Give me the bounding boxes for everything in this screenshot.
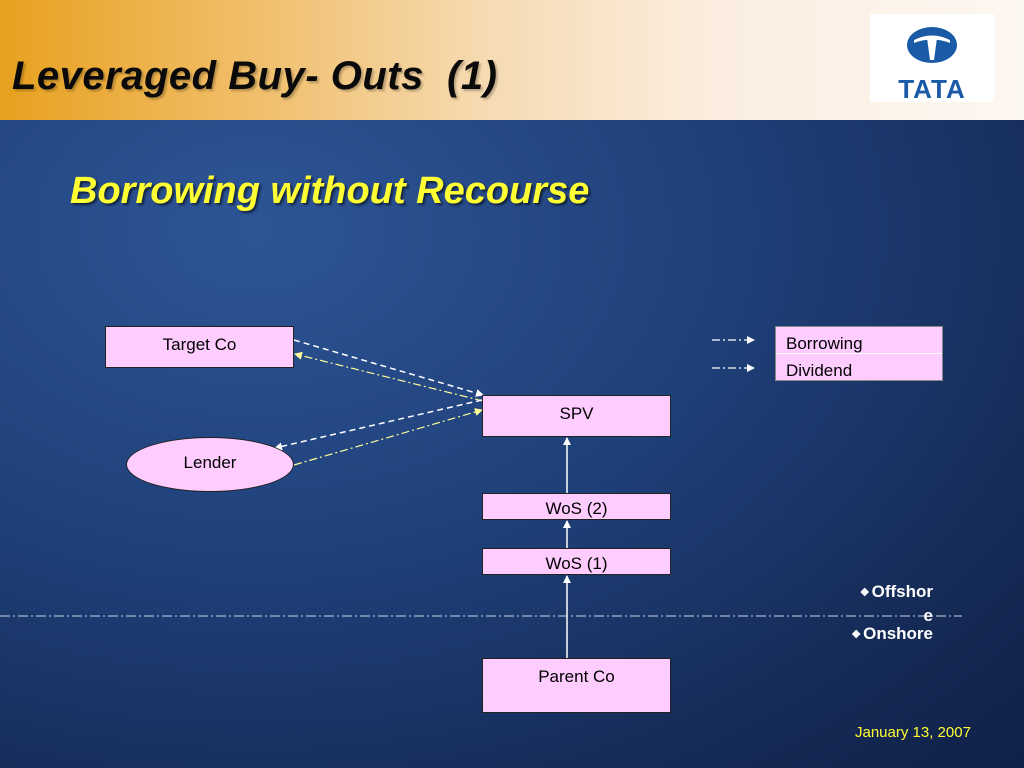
diamond-bullet-icon: ❖ <box>859 587 870 599</box>
arrow-lender-to-spv <box>293 408 483 466</box>
node-lender: Lender <box>126 437 294 492</box>
slide-title: Leveraged Buy- Outs (1) <box>12 54 498 98</box>
region-offshore-label-line2: e <box>923 606 933 625</box>
tata-logo: TATA <box>870 14 994 104</box>
node-spv: SPV <box>482 395 671 437</box>
arrow-spv-to-target <box>294 351 484 402</box>
diamond-bullet-icon: ❖ <box>851 629 862 641</box>
node-parent-co-label: Parent Co <box>538 667 615 686</box>
slide-date: January 13, 2007 <box>855 724 971 741</box>
header-banner: Leveraged Buy- Outs (1) TATA <box>0 0 1024 120</box>
node-wos2: WoS (2) <box>482 493 671 520</box>
node-parent-co: Parent Co <box>482 658 671 713</box>
node-lender-label: Lender <box>183 453 237 472</box>
logo-text: TATA <box>898 74 966 104</box>
node-wos1: WoS (1) <box>482 548 671 575</box>
region-offshore: ❖Offshor <box>835 582 933 602</box>
region-offshore-wrap: e <box>835 606 933 626</box>
legend: Borrowing Dividend <box>775 326 943 381</box>
node-spv-label: SPV <box>559 404 594 423</box>
node-wos2-label: WoS (2) <box>545 499 608 518</box>
node-target-co: Target Co <box>105 326 294 368</box>
arrow-target-to-spv <box>293 339 484 397</box>
legend-borrowing-label: Borrowing <box>786 334 863 353</box>
node-wos1-label: WoS (1) <box>545 554 608 573</box>
arrow-spv-to-lender <box>274 399 483 451</box>
legend-dividend-label: Dividend <box>786 361 853 380</box>
tata-logo-icon <box>907 27 957 63</box>
legend-divider <box>776 353 942 354</box>
region-onshore-label: Onshore <box>863 624 933 643</box>
slide-subtitle: Borrowing without Recourse <box>70 170 590 212</box>
node-target-co-label: Target Co <box>162 335 237 354</box>
region-offshore-label-line1: Offshor <box>871 582 933 601</box>
region-onshore: ❖Onshore <box>825 624 933 644</box>
